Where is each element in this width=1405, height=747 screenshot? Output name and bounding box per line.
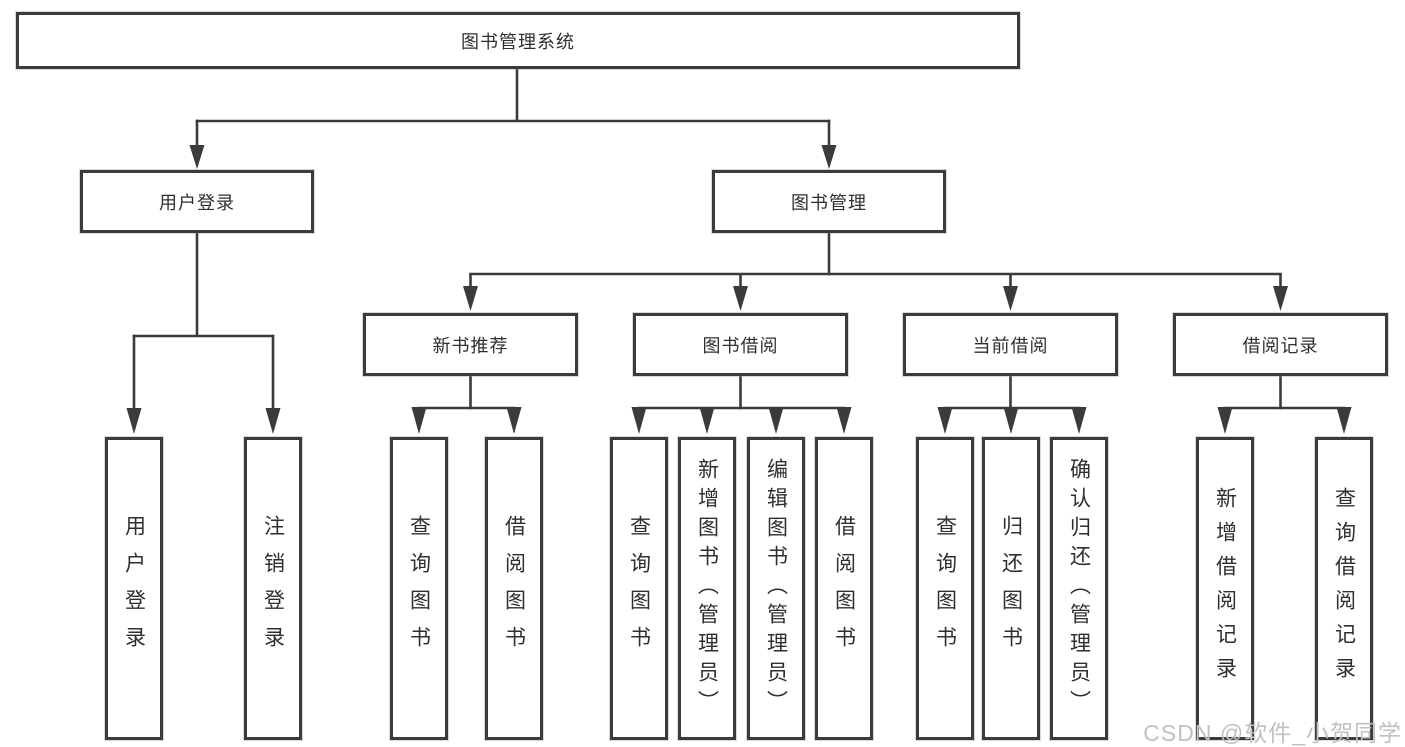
node-label: 图书管理系统 bbox=[461, 31, 575, 52]
node-current-borrowing: 当前借阅 bbox=[903, 313, 1118, 376]
node-label: 查询借阅记录 bbox=[1332, 486, 1356, 691]
leaf-add-books-admin: 新增图书（管理员） bbox=[678, 437, 736, 740]
node-user-login: 用户登录 bbox=[80, 170, 314, 233]
node-label: 查询图书 bbox=[933, 514, 957, 663]
leaf-edit-books-admin: 编辑图书（管理员） bbox=[747, 437, 805, 740]
leaf-user-login: 用户登录 bbox=[105, 437, 163, 740]
node-book-management: 图书管理 bbox=[712, 170, 946, 233]
leaf-borrow-books-borrowing: 借阅图书 bbox=[815, 437, 873, 740]
leaf-logout: 注销登录 bbox=[244, 437, 302, 740]
node-label: 注销登录 bbox=[261, 514, 285, 663]
node-label: 借阅图书 bbox=[832, 514, 856, 663]
node-label: 编辑图书（管理员） bbox=[764, 458, 788, 719]
leaf-confirm-return-admin: 确认归还（管理员） bbox=[1050, 437, 1108, 740]
node-library-management-system: 图书管理系统 bbox=[16, 12, 1020, 69]
connector-borrowing-records-children bbox=[1217, 375, 1352, 434]
node-new-book-recommendation: 新书推荐 bbox=[363, 313, 578, 376]
leaf-query-books-current: 查询图书 bbox=[916, 437, 974, 740]
node-label: 借阅图书 bbox=[502, 514, 526, 663]
csdn-watermark: CSDN @软件_小贺同学 bbox=[1143, 720, 1402, 746]
connector-book-management-children bbox=[463, 232, 1288, 311]
node-label: 当前借阅 bbox=[972, 335, 1049, 356]
node-book-borrowing: 图书借阅 bbox=[633, 313, 848, 376]
leaf-add-borrow-record: 新增借阅记录 bbox=[1196, 437, 1254, 740]
leaf-borrow-books-recommend: 借阅图书 bbox=[485, 437, 543, 740]
node-label: 借阅记录 bbox=[1242, 335, 1319, 356]
connector-user-login-children bbox=[126, 232, 281, 434]
connector-current-borrowing-children bbox=[937, 375, 1087, 434]
node-label: 图书管理 bbox=[791, 192, 867, 213]
node-label: 新增借阅记录 bbox=[1213, 486, 1237, 691]
leaf-query-borrow-record: 查询借阅记录 bbox=[1315, 437, 1373, 740]
connector-book-borrowing-children bbox=[631, 375, 852, 434]
connector-root-to-level2 bbox=[189, 68, 837, 169]
node-label: 归还图书 bbox=[999, 514, 1023, 663]
node-label: 查询图书 bbox=[407, 514, 431, 663]
node-label: 查询图书 bbox=[627, 514, 651, 663]
leaf-return-books: 归还图书 bbox=[982, 437, 1040, 740]
node-label: 用户登录 bbox=[122, 514, 146, 663]
leaf-query-books-borrowing: 查询图书 bbox=[610, 437, 668, 740]
node-label: 用户登录 bbox=[159, 192, 235, 213]
node-label: 图书借阅 bbox=[702, 335, 779, 356]
node-label: 确认归还（管理员） bbox=[1067, 458, 1091, 719]
leaf-query-books-recommend: 查询图书 bbox=[390, 437, 448, 740]
node-borrowing-records: 借阅记录 bbox=[1173, 313, 1388, 376]
connector-new-book-recommendation-children bbox=[411, 375, 522, 434]
node-label: 新书推荐 bbox=[432, 335, 509, 356]
node-label: 新增图书（管理员） bbox=[695, 458, 719, 719]
